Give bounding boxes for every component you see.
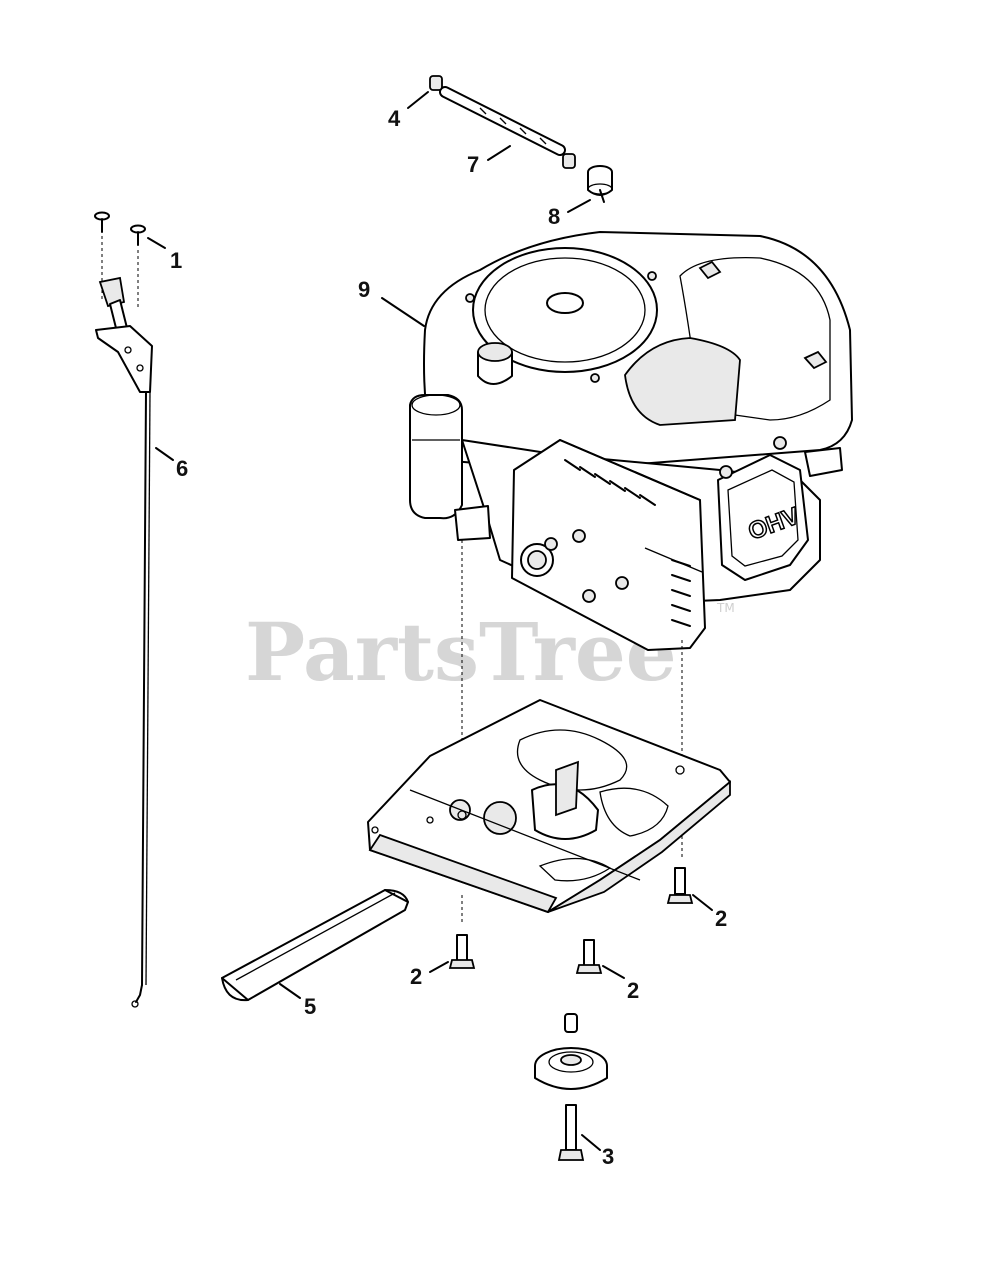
throttle-control-part[interactable] xyxy=(94,211,153,1008)
callout-number: 7 xyxy=(467,152,479,177)
bolt-part[interactable] xyxy=(666,867,694,904)
callout-7[interactable]: 7 xyxy=(467,145,511,177)
callout-8[interactable]: 8 xyxy=(548,199,591,229)
callout-number: 9 xyxy=(358,277,370,302)
callout-number: 4 xyxy=(388,106,401,131)
callout-number: 2 xyxy=(627,978,639,1003)
engine-part[interactable]: OHV xyxy=(409,231,853,651)
callout-1[interactable]: 1 xyxy=(147,237,182,273)
callout-6[interactable]: 6 xyxy=(155,447,188,481)
chute-shield-part[interactable] xyxy=(221,889,409,1002)
fuel-filter-part[interactable] xyxy=(587,165,613,203)
watermark-trademark: TM xyxy=(716,601,735,615)
idler-pulley-part[interactable] xyxy=(534,1013,608,1090)
fuel-line-part[interactable] xyxy=(439,86,566,156)
callout-5[interactable]: 5 xyxy=(279,983,316,1019)
callout-2-right[interactable]: 2 xyxy=(692,894,727,931)
callout-number: 8 xyxy=(548,204,560,229)
callout-number: 5 xyxy=(304,994,316,1019)
callout-number: 6 xyxy=(176,456,188,481)
mounting-plate-part[interactable] xyxy=(367,699,731,914)
screw-icon xyxy=(94,211,146,246)
callout-9[interactable]: 9 xyxy=(358,277,425,327)
bolt-part[interactable] xyxy=(575,939,603,974)
callout-number: 2 xyxy=(410,964,422,989)
callout-number: 2 xyxy=(715,906,727,931)
hose-clamp-icon[interactable] xyxy=(429,75,576,169)
callout-2-left[interactable]: 2 xyxy=(410,961,449,989)
callout-4[interactable]: 4 xyxy=(388,91,429,131)
bolt-part[interactable] xyxy=(557,1104,585,1161)
callout-3[interactable]: 3 xyxy=(581,1134,614,1169)
callout-number: 1 xyxy=(170,248,182,273)
bolt-part[interactable] xyxy=(448,934,476,969)
callout-number: 3 xyxy=(602,1144,614,1169)
heat-shield-slots xyxy=(564,459,691,627)
callout-2-middle[interactable]: 2 xyxy=(602,965,639,1003)
